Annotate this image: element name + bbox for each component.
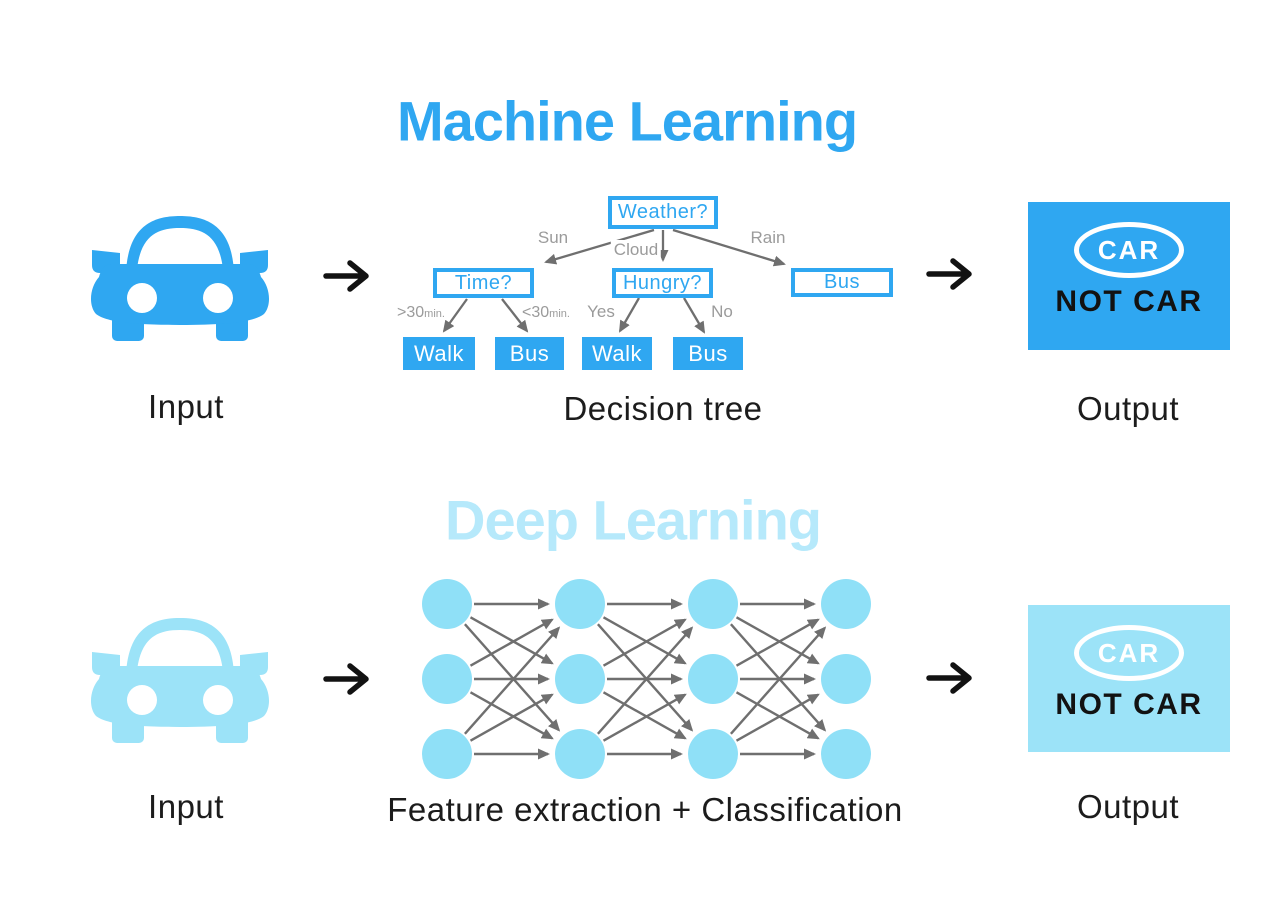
neuron-node [821,579,871,629]
neuron-node [688,729,738,779]
network-edge [597,623,694,732]
network-edge [602,618,687,667]
right-arrow-icon [323,663,369,695]
neuron-node [688,579,738,629]
neuron-node [821,654,871,704]
car-front-icon [90,216,270,341]
dl-method-label: Feature extraction + Classification [387,791,903,828]
neuron-node [555,654,605,704]
car-front-icon [90,618,270,743]
tree-edge-rain [672,228,786,267]
tree-node-weather: Weather? [608,196,718,229]
not-car-label: NOT CAR [1055,285,1203,318]
condition-suffix: min. [424,308,445,320]
car-oval-badge: CAR [1074,222,1184,278]
car-label: CAR [1097,234,1161,265]
tree-leaf-walk-1: Walk [403,337,475,370]
neuron-node [821,729,871,779]
network-edge [602,693,687,742]
output-box-ml: CAR NOT CAR [1028,202,1230,350]
car-oval-badge: CAR [1074,625,1184,681]
tree-node-hungry: Hungry? [612,268,713,298]
ml-input-label: Input [148,388,224,425]
condition-label-gt30: >30min. [397,304,445,322]
network-edge [597,626,694,735]
tree-edge-gt30 [442,298,468,333]
dl-output-label: Output [1076,788,1180,825]
tree-leaf-walk-2: Walk [582,337,652,370]
tree-node-bus: Bus [791,268,893,297]
network-edge [602,691,687,740]
network-edge [602,616,687,665]
network-edge [464,626,561,735]
network-edge [735,616,820,665]
decision-tree-edges [442,228,786,334]
network-edge [730,626,827,735]
network-edge [469,693,554,742]
ml-method-label: Decision tree [563,390,763,427]
car-label: CAR [1097,637,1161,668]
neuron-node [422,729,472,779]
condition-suffix: min. [549,308,570,320]
network-edges [464,598,827,760]
tree-leaf-bus-2: Bus [673,337,743,370]
branch-label-rain: Rain [750,228,786,247]
neuron-node [555,729,605,779]
ml-output-label: Output [1076,390,1180,427]
tree-edge-lt30 [501,298,529,333]
neuron-node [422,579,472,629]
dl-input-label: Input [148,788,224,825]
tree-edge-yes [619,297,640,333]
network-edge [464,623,561,732]
tree-node-time: Time? [433,268,534,298]
condition-label-yes: Yes [587,302,615,321]
network-edge [735,693,820,742]
output-box-dl: CAR NOT CAR [1028,605,1230,752]
tree-edge-sun [544,228,655,265]
network-edge [730,623,827,732]
tree-edge-no [683,297,706,334]
network-nodes [422,579,871,779]
branch-label-sun: Sun [537,228,569,247]
tree-leaf-bus-1: Bus [495,337,564,370]
network-edge [469,618,554,667]
neuron-node [422,654,472,704]
network-edge [469,616,554,665]
not-car-label: NOT CAR [1055,688,1203,721]
condition-label-no: No [711,302,733,321]
ml-section-title: Machine Learning [396,89,858,153]
condition-text: <30 [522,304,550,321]
right-arrow-icon [926,662,972,694]
neuron-node [555,579,605,629]
right-arrow-icon [926,258,972,290]
branch-label-cloud: Cloud [610,240,662,260]
network-edge [469,691,554,740]
network-edge [735,691,820,740]
condition-label-lt30: <30min. [522,304,570,322]
network-edge [735,618,820,667]
condition-text: >30 [397,304,425,321]
right-arrow-icon [323,260,369,292]
dl-section-title: Deep Learning [445,488,822,552]
neuron-node [688,654,738,704]
